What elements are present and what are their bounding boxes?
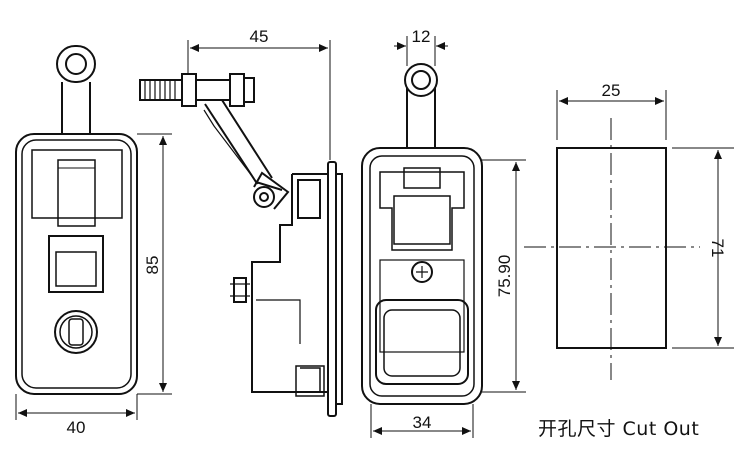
- flange: [327, 161, 337, 417]
- back-view: [361, 63, 483, 405]
- front-dimensions: [15, 133, 172, 420]
- cutout-dimensions: [556, 90, 734, 349]
- back-handle-loop: [404, 63, 438, 97]
- side-view: [139, 73, 343, 417]
- back-handle-width-label: 12: [412, 27, 431, 46]
- front-view: [15, 45, 138, 395]
- back-button: [375, 299, 469, 385]
- back-screw: [411, 261, 433, 283]
- side-dimensions: [187, 40, 331, 160]
- cutout-view: [524, 118, 700, 380]
- handle-loop: [56, 45, 96, 83]
- cutout-height-label: 71: [708, 239, 727, 258]
- side-width-label: 45: [250, 27, 269, 46]
- front-height-label: 85: [143, 256, 162, 275]
- cutout-width-label: 25: [602, 81, 621, 100]
- key-lock: [54, 310, 98, 354]
- threaded-stud: [139, 79, 183, 101]
- push-button: [48, 235, 104, 293]
- front-width-label: 40: [67, 418, 86, 437]
- back-body: [361, 147, 483, 405]
- cutout-caption: 开孔尺寸 Cut Out: [538, 418, 700, 440]
- back-dimensions: [370, 36, 526, 438]
- pivot: [253, 186, 275, 208]
- front-body: [15, 133, 138, 395]
- back-width-label: 34: [413, 413, 432, 432]
- back-height-label: 75.90: [495, 255, 514, 298]
- cutout-rect: [556, 147, 667, 349]
